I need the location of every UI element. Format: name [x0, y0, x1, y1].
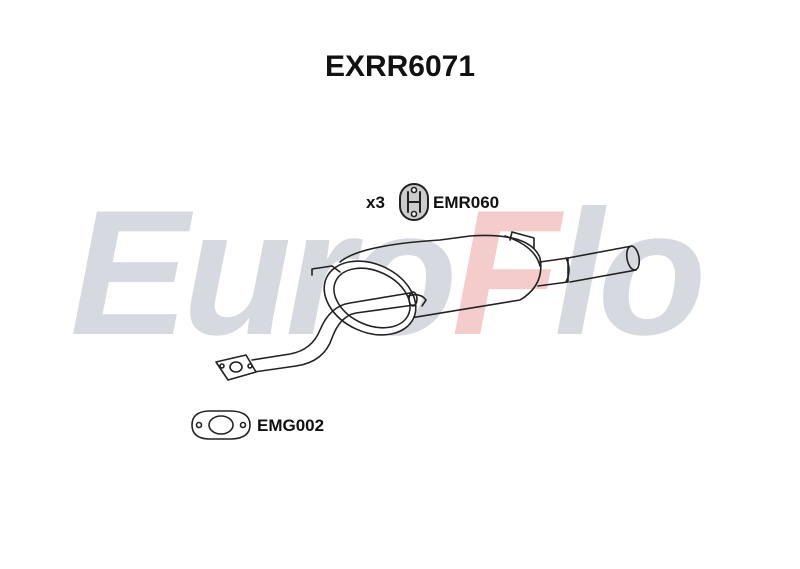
muffler	[311, 231, 542, 336]
inlet-pipe	[215, 291, 427, 381]
watermark-part: F	[451, 173, 560, 372]
gasket-part-code: EMG002	[257, 416, 325, 435]
hanger-part-code: EMR060	[433, 193, 500, 212]
tailpipe	[537, 245, 641, 287]
watermark-part: lo	[554, 173, 706, 372]
page-title: EXRR6071	[324, 50, 476, 83]
gasket-icon	[191, 410, 251, 440]
hanger-quantity: x3	[366, 193, 385, 212]
rubber-hanger-icon	[399, 183, 429, 221]
